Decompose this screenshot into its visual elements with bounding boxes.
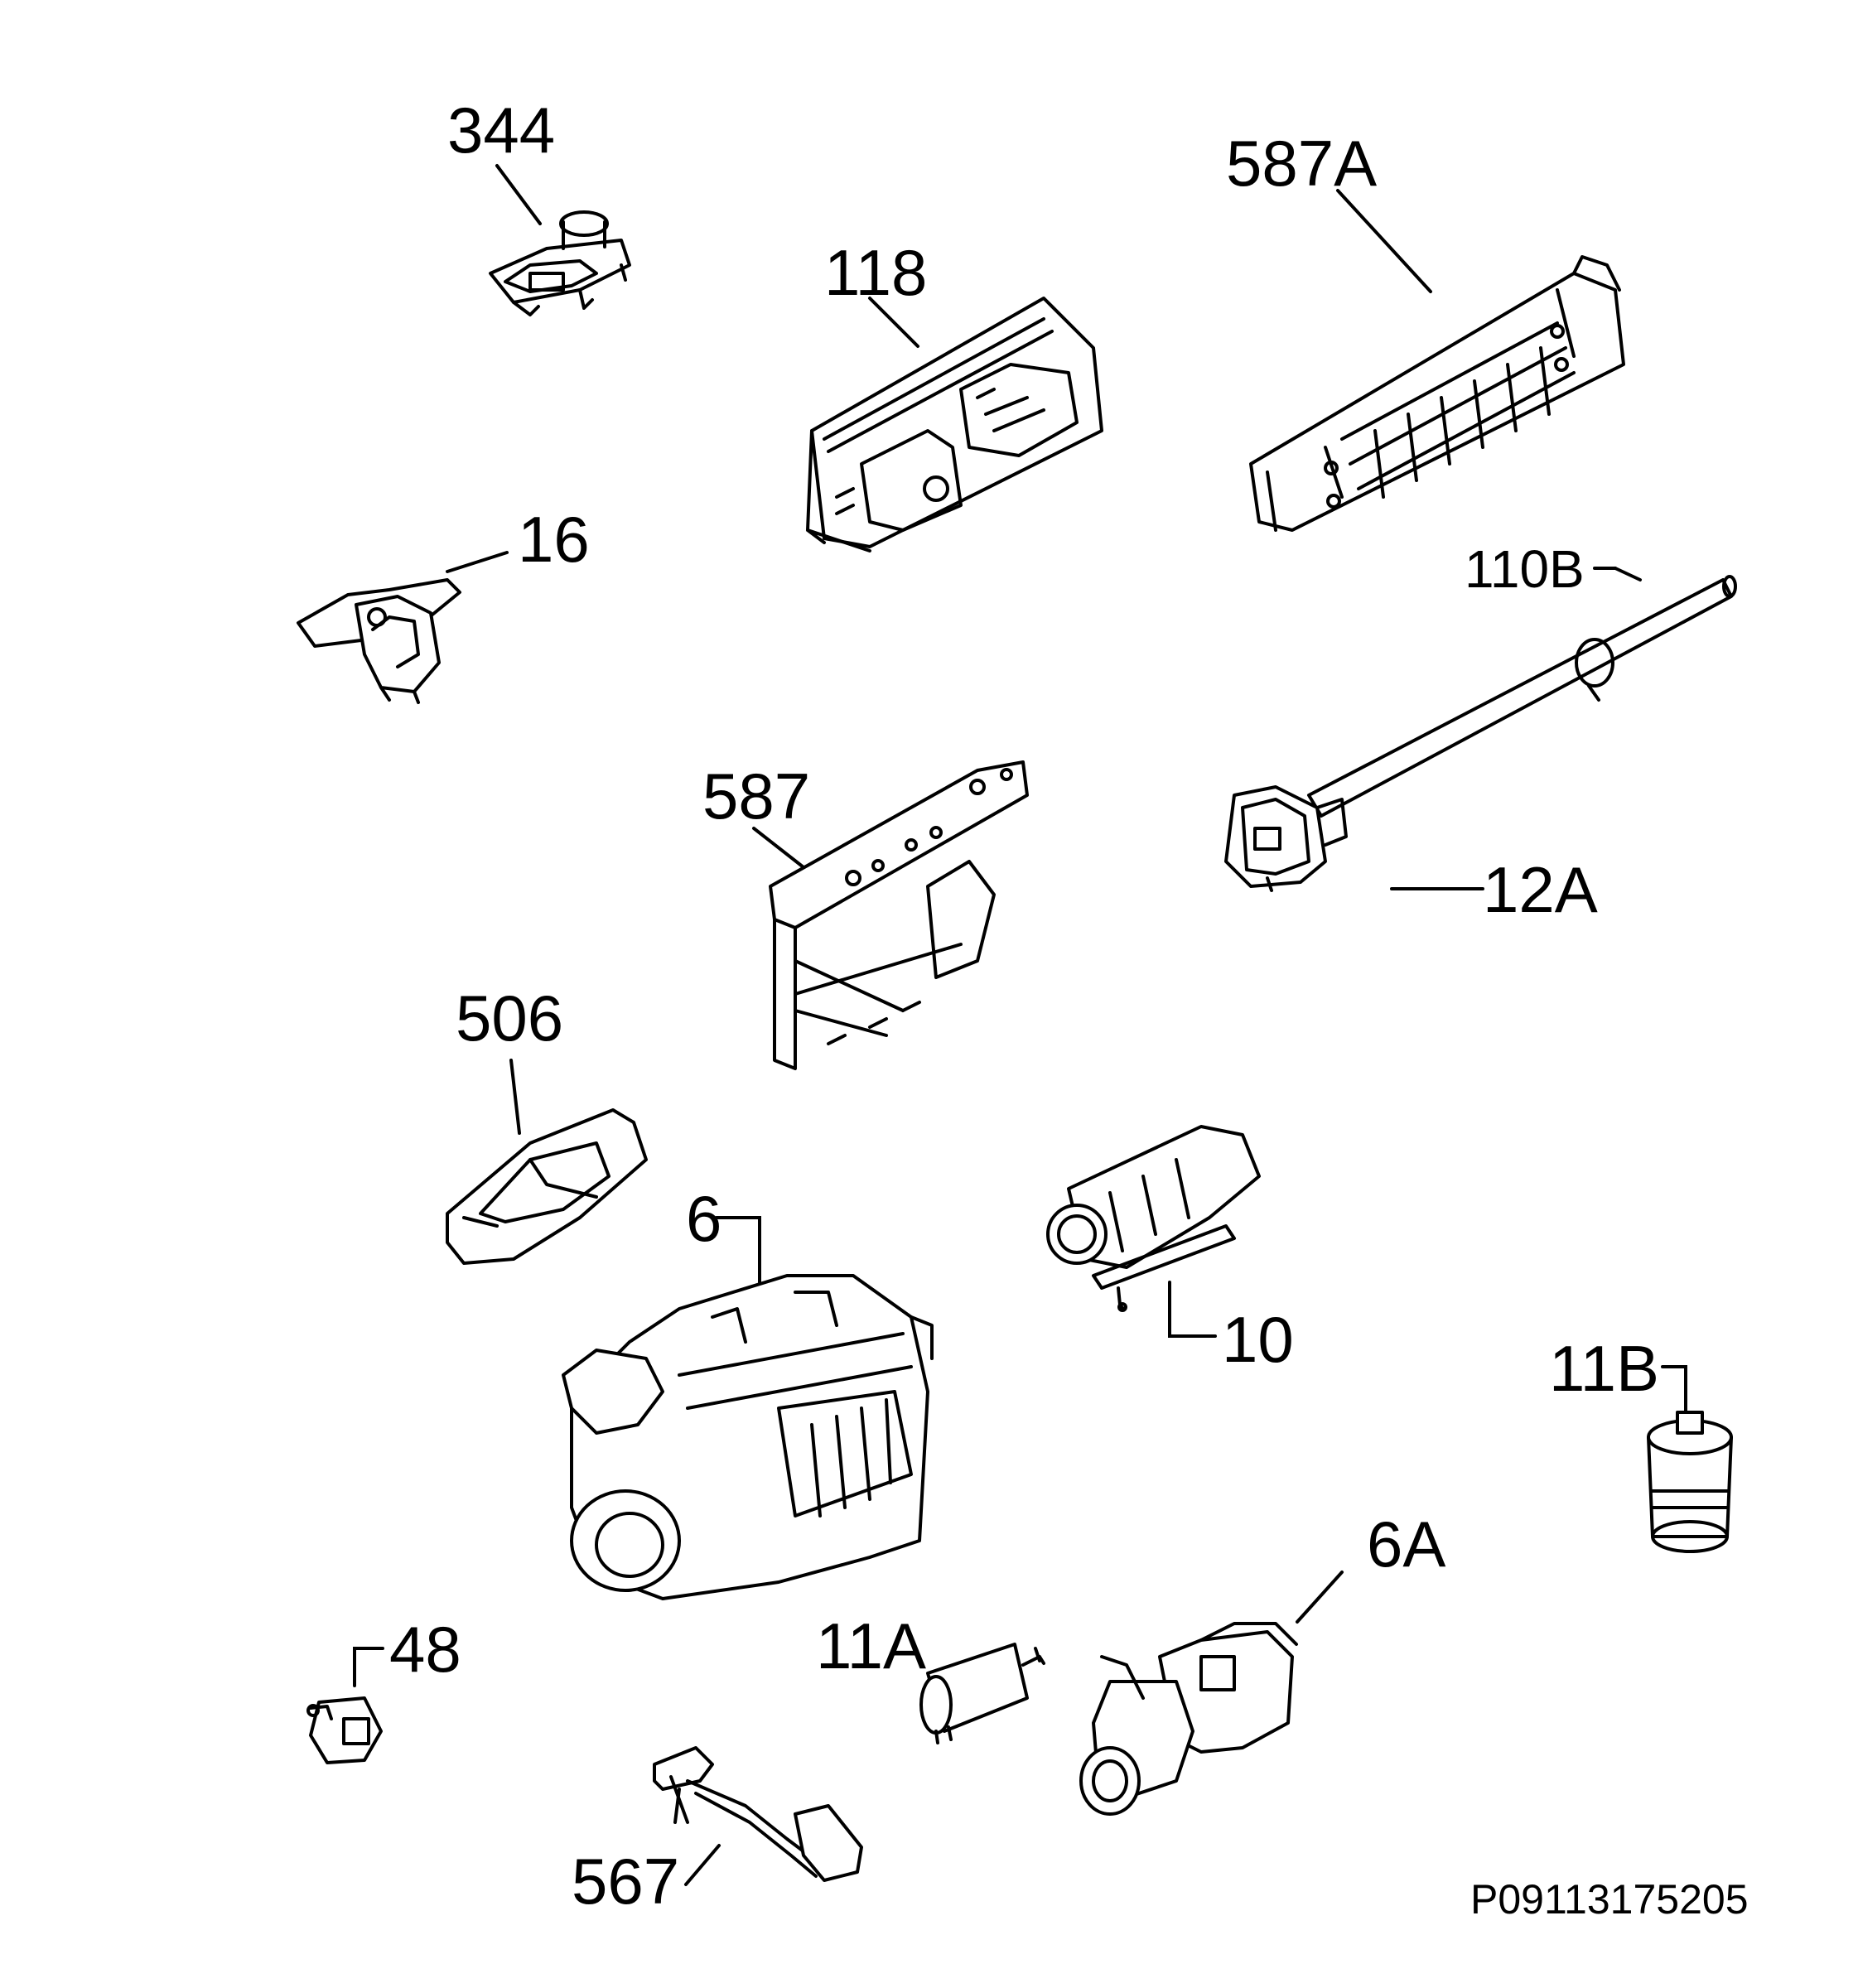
part-16-drawing [297,578,461,704]
leader-11B [1661,1365,1687,1414]
callout-344: 344 [447,94,556,166]
leader-506 [509,1059,521,1135]
leader-344 [495,164,542,225]
part-587A-drawing [1249,255,1625,532]
callout-11B: 11B [1549,1332,1659,1405]
part-11B-drawing [1647,1411,1733,1553]
part-506-drawing [446,1108,648,1265]
part-587-drawing [769,760,1029,1070]
part-567-drawing [653,1746,863,1882]
leader-6A [1296,1571,1344,1624]
part-12A-110B-drawing [1224,575,1737,892]
leader-110B-tip [1614,567,1642,581]
part-6A-drawing [1079,1622,1298,1816]
callout-587: 587 [702,760,811,832]
part-10-drawing [1046,1125,1261,1312]
part-48-drawing [306,1696,383,1764]
part-118-drawing [806,297,1103,552]
leader-10 [1168,1281,1217,1338]
callout-506: 506 [456,982,564,1054]
callout-6: 6 [686,1182,722,1255]
callout-11A: 11A [816,1609,926,1682]
leader-6 [715,1216,761,1284]
callout-12A: 12A [1483,853,1598,926]
callout-110B: 110B [1465,539,1585,599]
leader-16 [446,551,509,573]
callout-6A: 6A [1367,1508,1446,1580]
leader-48 [353,1647,384,1687]
callout-16: 16 [518,503,590,576]
part-6-drawing [562,1274,934,1600]
leader-567 [684,1844,721,1886]
leader-587A [1336,189,1432,293]
callout-567: 567 [572,1845,680,1918]
callout-118: 118 [824,236,928,309]
part-11A-drawing [919,1643,1045,1744]
callout-587A: 587A [1226,127,1378,200]
callout-48: 48 [389,1613,461,1686]
diagram-code: P09113175205 [1470,1876,1749,1923]
part-344-drawing [489,210,631,316]
leader-118 [868,297,919,348]
callout-10: 10 [1222,1303,1294,1376]
leader-587 [752,827,805,869]
